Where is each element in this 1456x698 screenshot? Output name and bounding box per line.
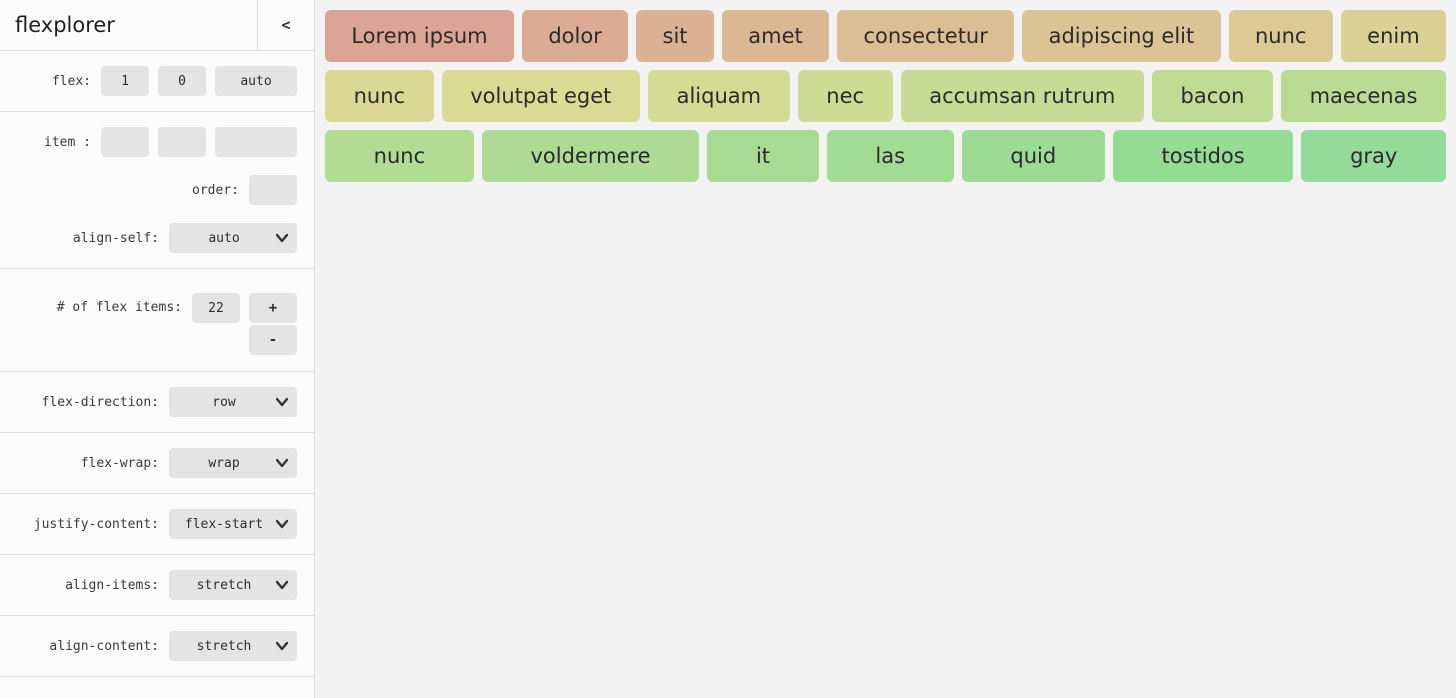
flex-item[interactable]: enim — [1340, 10, 1447, 62]
align-self-select[interactable]: auto — [169, 223, 297, 253]
flex-item[interactable]: amet — [721, 10, 830, 62]
flex-direction-label: flex-direction: — [41, 394, 159, 410]
section-justify-content: justify-content: flex-start — [0, 494, 314, 555]
flex-item[interactable]: tostidos — [1112, 130, 1294, 182]
remove-item-button[interactable]: - — [249, 325, 297, 355]
chevron-left-icon: < — [281, 16, 291, 34]
flex-item[interactable]: nec — [797, 70, 893, 122]
flex-grow-input[interactable] — [101, 66, 149, 96]
sidebar: flexplorer < flex: item : order: align-s… — [0, 0, 315, 698]
item-count-input[interactable] — [192, 293, 240, 323]
flex-direction-select[interactable]: row — [169, 387, 297, 417]
justify-content-select[interactable]: flex-start — [169, 509, 297, 539]
align-items-label: align-items: — [65, 577, 159, 593]
justify-content-label: justify-content: — [33, 516, 159, 532]
flex-item[interactable]: adipiscing elit — [1022, 10, 1221, 62]
flex-item[interactable]: Lorem ipsum — [325, 10, 514, 62]
flex-item[interactable]: bacon — [1151, 70, 1273, 122]
flex-item[interactable]: dolor — [521, 10, 629, 62]
item-flex-shrink-input[interactable] — [158, 127, 206, 157]
flex-item[interactable]: sit — [636, 10, 714, 62]
align-items-select[interactable]: stretch — [169, 570, 297, 600]
section-align-items: align-items: stretch — [0, 555, 314, 616]
sidebar-header: flexplorer < — [0, 0, 314, 51]
align-content-label: align-content: — [49, 638, 159, 654]
section-item-count: # of flex items: + - — [0, 269, 314, 372]
flex-item[interactable]: nunc — [1228, 10, 1333, 62]
app-title: flexplorer — [15, 13, 115, 37]
flex-shrink-input[interactable] — [158, 66, 206, 96]
section-align-content: align-content: stretch — [0, 616, 314, 677]
section-flex-wrap: flex-wrap: wrap — [0, 433, 314, 494]
flex-item[interactable]: it — [707, 130, 819, 182]
section-flex: flex: — [0, 51, 314, 112]
order-label: order: — [192, 182, 239, 198]
flex-wrap-label: flex-wrap: — [80, 455, 159, 471]
flex-item[interactable]: maecenas — [1281, 70, 1447, 122]
collapse-sidebar-button[interactable]: < — [257, 0, 314, 50]
flex-item[interactable]: accumsan rutrum — [900, 70, 1144, 122]
flex-basis-input[interactable] — [215, 66, 297, 96]
flex-item[interactable]: quid — [961, 130, 1105, 182]
item-label: item : — [44, 134, 91, 150]
item-count-label: # of flex items: — [56, 300, 182, 315]
flex-item[interactable]: gray — [1301, 130, 1447, 182]
flex-item[interactable]: voldermere — [481, 130, 700, 182]
flex-item[interactable]: volutpat eget — [441, 70, 640, 122]
item-flex-grow-input[interactable] — [101, 127, 149, 157]
item-count-stepper: + - — [249, 293, 297, 355]
flex-wrap-select[interactable]: wrap — [169, 448, 297, 478]
flex-item[interactable]: nunc — [325, 130, 474, 182]
flex-label: flex: — [51, 73, 91, 89]
flex-item[interactable]: las — [826, 130, 954, 182]
order-input[interactable] — [249, 175, 297, 205]
add-item-button[interactable]: + — [249, 293, 297, 323]
section-item: item : order: align-self: auto — [0, 112, 314, 269]
item-flex-basis-input[interactable] — [215, 127, 297, 157]
align-self-label: align-self: — [72, 230, 159, 246]
align-content-select[interactable]: stretch — [169, 631, 297, 661]
flex-item[interactable]: consectetur — [837, 10, 1015, 62]
flex-item[interactable]: nunc — [325, 70, 434, 122]
section-flex-direction: flex-direction: row — [0, 372, 314, 433]
flex-item[interactable]: aliquam — [648, 70, 790, 122]
